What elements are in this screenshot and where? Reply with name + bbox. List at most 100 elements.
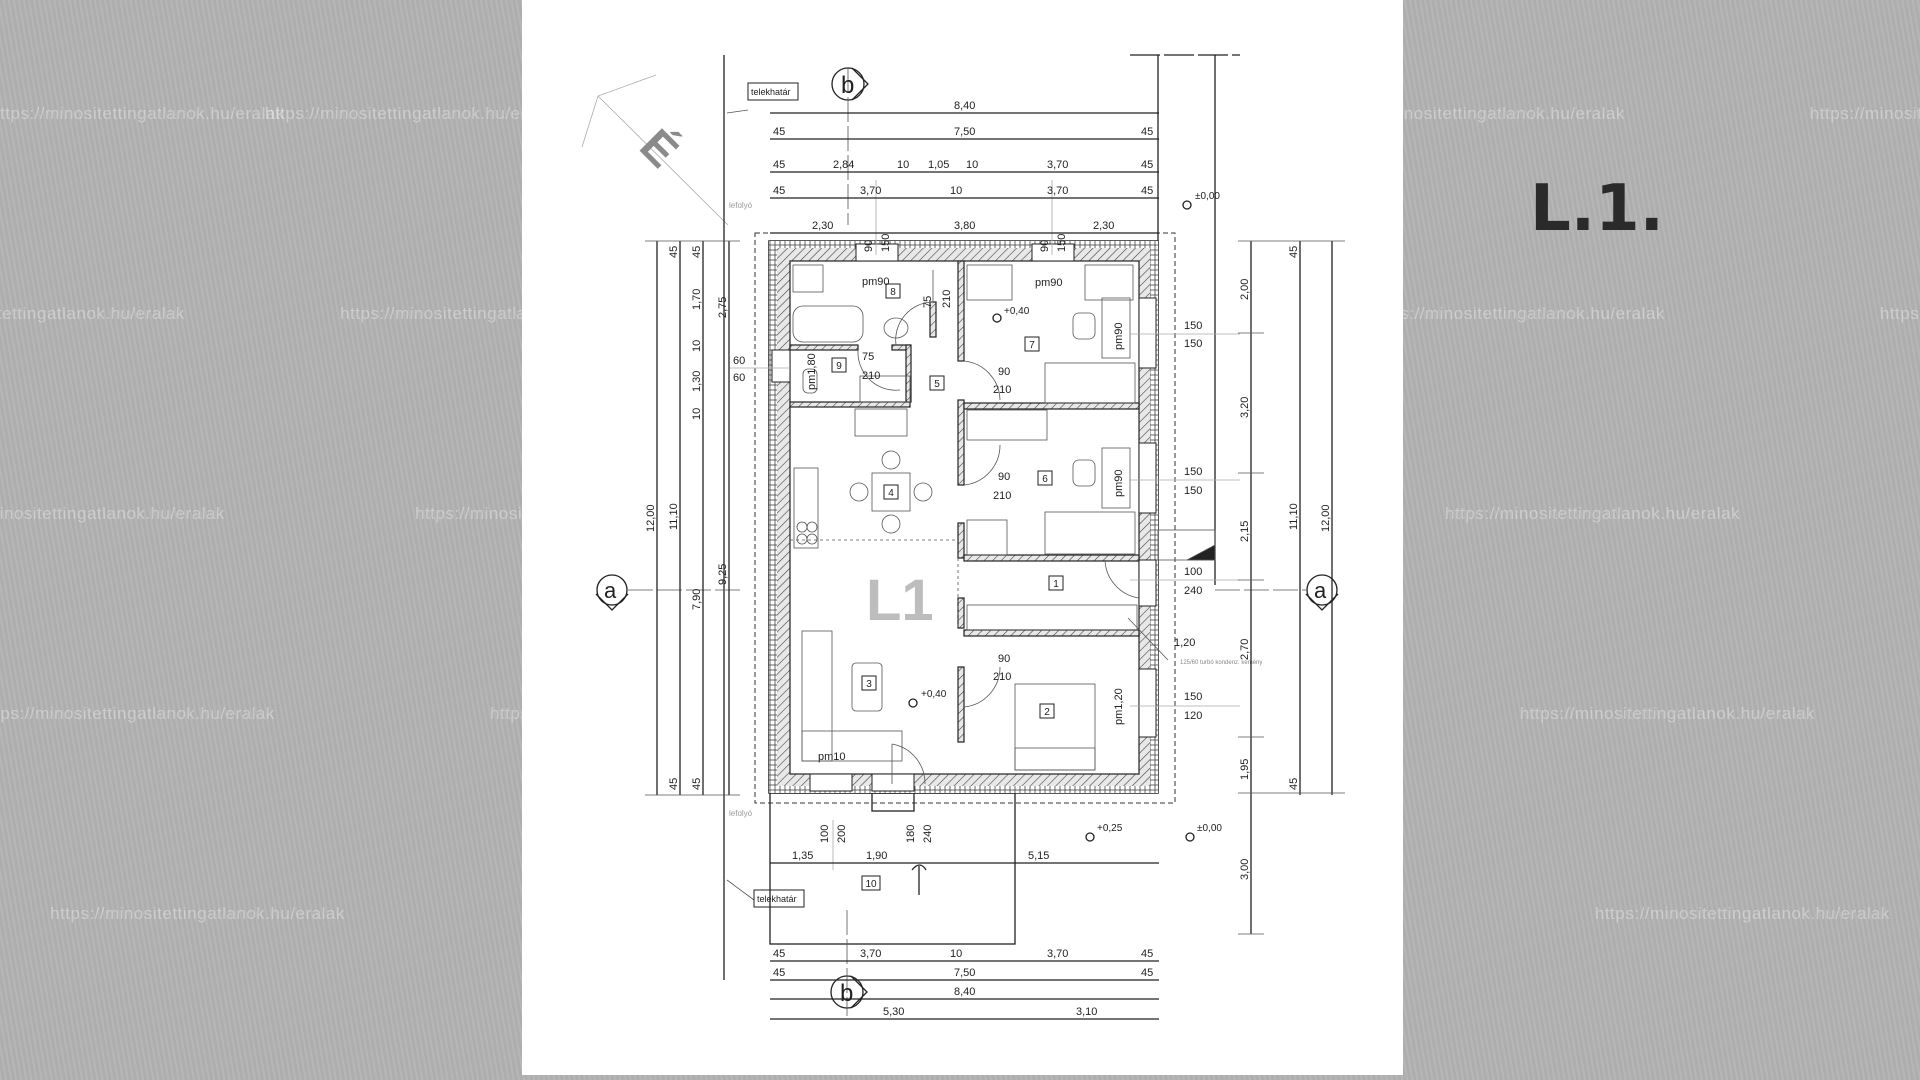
drain-label: lefolyó xyxy=(729,201,753,210)
windows xyxy=(771,243,1157,792)
interior-walls xyxy=(789,260,1140,743)
svg-text:3,70: 3,70 xyxy=(1047,159,1068,171)
svg-text:a: a xyxy=(604,578,617,603)
room-number: 6 xyxy=(1042,474,1048,485)
svg-text:150: 150 xyxy=(1184,485,1202,497)
svg-text:10: 10 xyxy=(691,408,703,420)
svg-text:240: 240 xyxy=(1184,585,1202,597)
svg-text:1,70: 1,70 xyxy=(691,289,703,310)
property-line-label: telekhatár xyxy=(726,82,799,114)
svg-text:5,30: 5,30 xyxy=(883,1006,904,1018)
left-dimensions: 12,00 11,10 45 45 45 1,70 10 1,30 10 7,9… xyxy=(645,240,745,796)
watermark: https://minositettingatlanok.hu/eralak xyxy=(50,904,345,923)
svg-text:3,70: 3,70 xyxy=(860,948,881,960)
svg-text:200: 200 xyxy=(836,825,848,843)
axis-marker-a-right: a xyxy=(1215,574,1339,611)
svg-text:150: 150 xyxy=(1184,320,1202,332)
room-number: 4 xyxy=(888,488,894,499)
watermark: https://minositettingatlanok.hu/eralak xyxy=(0,504,225,523)
svg-text:45: 45 xyxy=(1141,948,1153,960)
svg-text:10: 10 xyxy=(950,185,962,197)
svg-text:2,70: 2,70 xyxy=(1239,639,1251,660)
svg-text:75: 75 xyxy=(922,296,934,308)
svg-text:45: 45 xyxy=(1288,778,1300,790)
svg-text:a: a xyxy=(1314,578,1327,603)
svg-text:+0,40: +0,40 xyxy=(1004,306,1030,317)
svg-text:2,75: 2,75 xyxy=(717,297,729,318)
north-label: É xyxy=(630,119,688,177)
svg-text:10: 10 xyxy=(897,159,909,171)
svg-text:45: 45 xyxy=(1141,967,1153,979)
svg-text:8,40: 8,40 xyxy=(954,986,975,998)
svg-text:100: 100 xyxy=(819,825,831,843)
room-number: 3 xyxy=(866,679,872,690)
svg-text:90: 90 xyxy=(863,240,875,252)
svg-text:90: 90 xyxy=(998,653,1010,665)
svg-text:12,00: 12,00 xyxy=(1320,504,1332,532)
svg-text:±0,00: ±0,00 xyxy=(1195,191,1220,202)
room-number: 10 xyxy=(865,879,877,890)
svg-text:60: 60 xyxy=(733,355,745,367)
svg-text:240: 240 xyxy=(922,825,934,843)
svg-text:10: 10 xyxy=(966,159,978,171)
axis-marker-b-bottom: b xyxy=(830,910,868,1016)
entrance-steps xyxy=(1157,529,1216,561)
svg-text:8,40: 8,40 xyxy=(954,100,975,112)
svg-text:telekhatár: telekhatár xyxy=(751,87,791,97)
svg-text:210: 210 xyxy=(993,384,1011,396)
axis-marker-b-top: b xyxy=(831,67,869,225)
svg-text:45: 45 xyxy=(773,967,785,979)
svg-text:2,15: 2,15 xyxy=(1239,521,1251,542)
svg-text:2,84: 2,84 xyxy=(833,159,854,171)
room-number: 7 xyxy=(1029,340,1035,351)
svg-text:180: 180 xyxy=(905,825,917,843)
right-dimensions: 2,00 3,20 2,15 2,70 1,95 3,00 11,10 12,0… xyxy=(1238,240,1345,935)
watermark: https://minositettingatlanok.hu/eralak xyxy=(0,304,185,323)
svg-text:1,90: 1,90 xyxy=(866,850,887,862)
svg-text:pm90: pm90 xyxy=(1035,277,1063,289)
svg-text:1,20: 1,20 xyxy=(1174,637,1195,649)
watermark: https://minositettingatlanok.hu/eralak xyxy=(1445,504,1740,523)
svg-text:75: 75 xyxy=(862,351,874,363)
svg-text:10: 10 xyxy=(691,340,703,352)
svg-text:pm90: pm90 xyxy=(1113,469,1125,497)
svg-text:120: 120 xyxy=(1184,710,1202,722)
svg-text:45: 45 xyxy=(773,185,785,197)
svg-text:125/60 turbó kondenz. kémény: 125/60 turbó kondenz. kémény xyxy=(1180,660,1262,666)
svg-text:±0,00: ±0,00 xyxy=(1197,823,1222,834)
svg-text:b: b xyxy=(840,980,853,1007)
svg-text:pm90: pm90 xyxy=(1113,322,1125,350)
room-number: 2 xyxy=(1044,707,1050,718)
svg-text:pm1,80: pm1,80 xyxy=(806,353,818,390)
svg-text:210: 210 xyxy=(993,671,1011,683)
svg-text:2,30: 2,30 xyxy=(812,220,833,232)
room-tags: 8 7 9 5 4 6 1 3 2 10 xyxy=(831,283,1064,891)
svg-text:1,05: 1,05 xyxy=(928,159,949,171)
svg-text:2,30: 2,30 xyxy=(1093,220,1114,232)
watermark: https://minositettingatlanok.hu/eralak xyxy=(1520,704,1815,723)
svg-text:45: 45 xyxy=(691,246,703,258)
svg-text:+0,40: +0,40 xyxy=(921,689,947,700)
svg-text:5,15: 5,15 xyxy=(1028,850,1049,862)
furniture xyxy=(790,264,1169,771)
svg-text:45: 45 xyxy=(691,778,703,790)
plan-label: L1 xyxy=(866,568,934,633)
watermark: https://minositettingatlanok.hu/eralak xyxy=(265,104,560,123)
svg-text:12,00: 12,00 xyxy=(645,504,657,532)
svg-text:45: 45 xyxy=(1288,246,1300,258)
svg-text:3,70: 3,70 xyxy=(860,185,881,197)
svg-text:45: 45 xyxy=(1141,126,1153,138)
watermark: https://minositettingatlanok.hu/eralak xyxy=(1330,104,1625,123)
svg-text:3,70: 3,70 xyxy=(1047,948,1068,960)
svg-text:3,20: 3,20 xyxy=(1239,397,1251,418)
watermark: https://minositettingatlanok.hu/eralak xyxy=(0,704,275,723)
svg-text:210: 210 xyxy=(993,490,1011,502)
watermark: https://minositettingatlanok.hu/eralak xyxy=(1880,304,1920,323)
svg-text:150: 150 xyxy=(1056,234,1068,252)
opening-labels: pm90 pm90 pm90 pm1,80 pm90 pm1,20 pm10 7… xyxy=(806,276,1262,763)
svg-text:1,30: 1,30 xyxy=(691,371,703,392)
level-markers: +0,40 +0,40 ±0,00 +0,25 ±0,00 xyxy=(908,191,1222,842)
terrace-outline xyxy=(769,792,1016,945)
room-number: 1 xyxy=(1053,579,1059,590)
